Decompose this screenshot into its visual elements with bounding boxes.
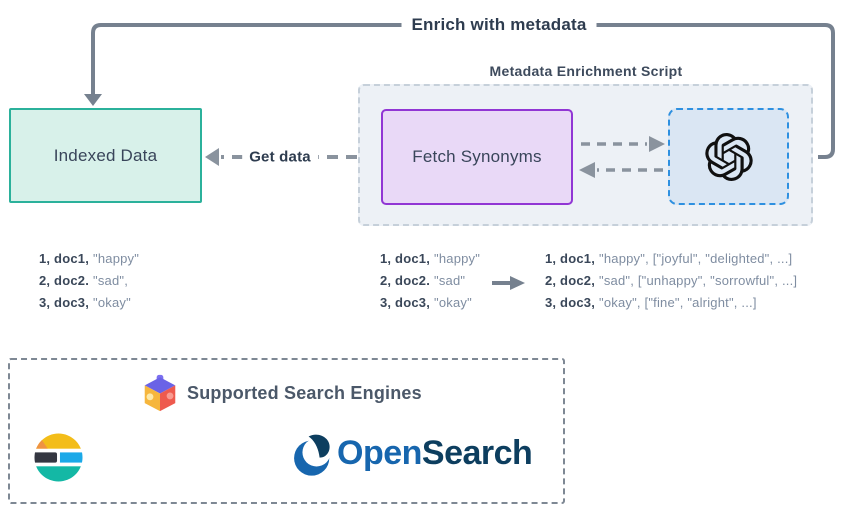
enrich-label: Enrich with metadata (401, 15, 597, 35)
doc-row: 3, doc3,"okay" (380, 292, 480, 314)
enriched-docs-list: 1, doc1,"happy", ["joyful", "delighted",… (545, 248, 797, 314)
indexed-data-box: Indexed Data (9, 108, 202, 203)
doc-text: "sad", (93, 273, 129, 288)
doc-text: "happy" (93, 251, 140, 266)
enrich-arrowhead (84, 94, 102, 106)
script-box-title: Metadata Enrichment Script (489, 63, 683, 79)
opensearch-wordmark: OpenSearch (337, 434, 533, 473)
fetch-synonyms-box: Fetch Synonyms (381, 109, 573, 205)
opensearch-word-open: Open (337, 434, 422, 472)
response-arrow (579, 162, 663, 178)
doc-id: 3, doc3, (380, 295, 431, 310)
doc-row: 2, doc2."sad" (380, 270, 480, 292)
openai-box (668, 108, 789, 205)
doc-id: 3, doc3, (39, 295, 90, 310)
openai-logo-icon (704, 132, 753, 181)
enrich-arrow (84, 23, 835, 159)
doc-id: 1, doc1, (39, 251, 90, 266)
doc-row: 3, doc3,"okay" (39, 292, 139, 314)
search-engines-box (8, 358, 565, 504)
doc-id: 1, doc1, (545, 251, 596, 266)
doc-row: 1, doc1,"happy" (39, 248, 139, 270)
opensearch-logo-icon (294, 434, 331, 476)
doc-id: 1, doc1, (380, 251, 431, 266)
doc-row: 1, doc1,"happy", ["joyful", "delighted",… (545, 248, 797, 270)
get-data-label: Get data (242, 148, 318, 166)
search-engines-title: Supported Search Engines (187, 383, 422, 403)
doc-text: "sad" (434, 273, 466, 288)
doc-id: 2, doc2. (39, 273, 90, 288)
get-data-arrowhead (205, 148, 219, 166)
indexed-docs-list: 1, doc1,"happy" 2, doc2."sad", 3, doc3,"… (39, 248, 139, 314)
doc-id: 3, doc3, (545, 295, 596, 310)
doc-text: "okay" (434, 295, 472, 310)
request-arrow (581, 136, 665, 152)
doc-row: 2, doc2."sad", (39, 270, 139, 292)
doc-text: "okay", ["fine", "alright", ...] (599, 295, 757, 310)
fetch-synonyms-label: Fetch Synonyms (412, 147, 542, 166)
doc-id: 2, doc2. (380, 273, 431, 288)
doc-row: 2, doc2,"sad", ["unhappy", "sorrowful", … (545, 270, 797, 292)
indexed-data-label: Indexed Data (53, 145, 158, 165)
toy-cube-icon (144, 374, 176, 412)
doc-id: 2, doc2, (545, 273, 596, 288)
source-docs-list: 1, doc1,"happy" 2, doc2."sad" 3, doc3,"o… (380, 248, 480, 314)
elasticsearch-logo-icon (34, 433, 83, 482)
doc-text: "okay" (93, 295, 131, 310)
doc-row: 3, doc3,"okay", ["fine", "alright", ...] (545, 292, 797, 314)
opensearch-word-search: Search (421, 434, 533, 472)
doc-text: "sad", ["unhappy", "sorrowful", ...] (599, 273, 798, 288)
doc-text: "happy", ["joyful", "delighted", ...] (599, 251, 793, 266)
doc-text: "happy" (434, 251, 481, 266)
transform-arrow (492, 276, 525, 290)
doc-row: 1, doc1,"happy" (380, 248, 480, 270)
